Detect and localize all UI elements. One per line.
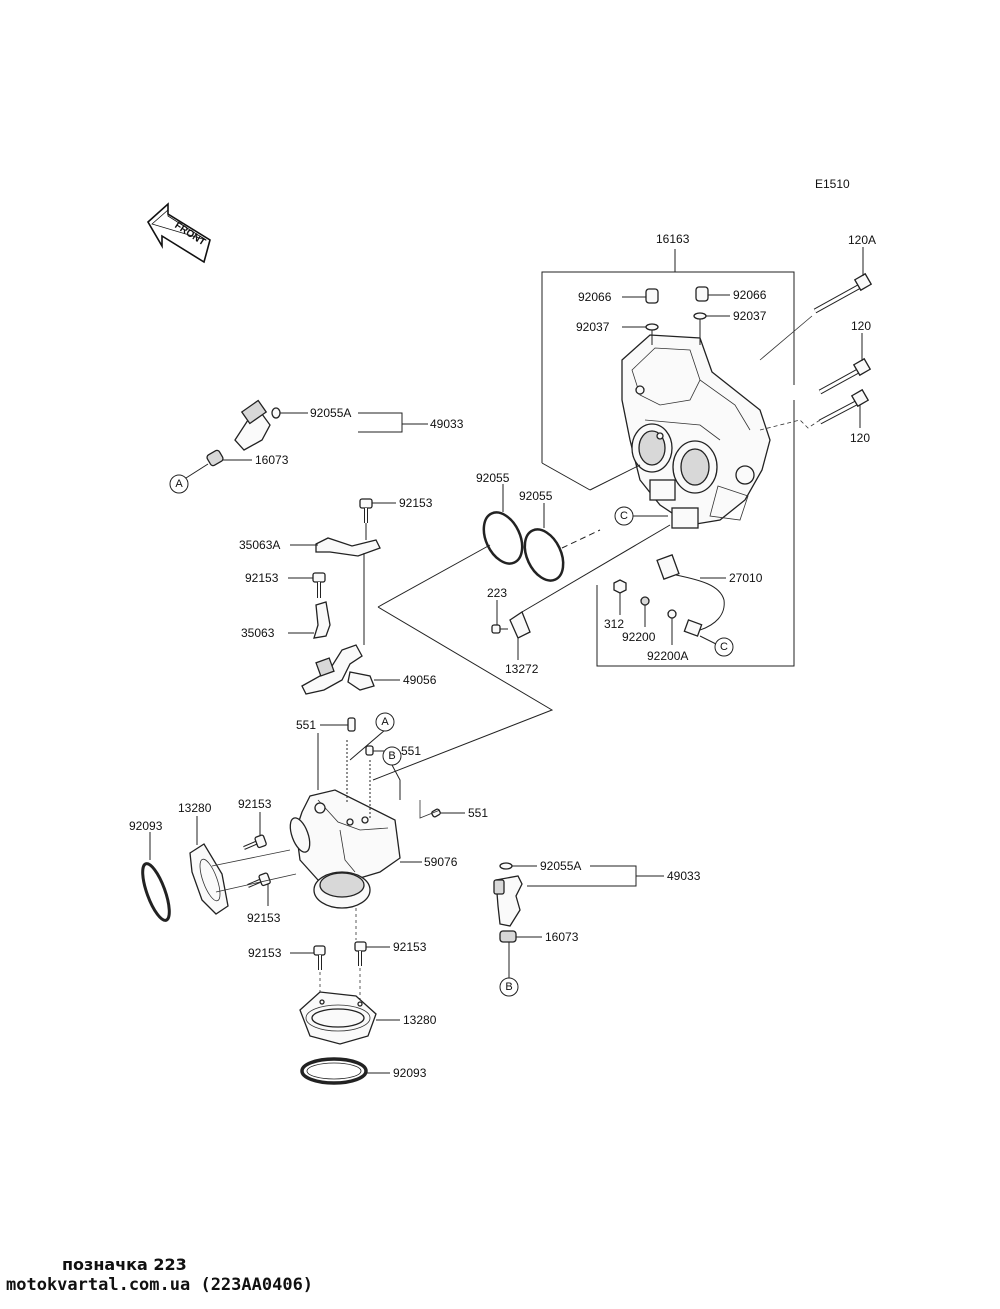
label-92153-b: 92153 xyxy=(245,571,279,585)
fuel-pipe-49056 xyxy=(301,553,400,695)
label-92066-left: 92066 xyxy=(578,290,612,304)
grommet-16073-lower xyxy=(499,930,542,943)
label-92093-lower: 92093 xyxy=(393,1066,427,1080)
clip-92037-left xyxy=(622,323,659,345)
label-35063A: 35063A xyxy=(239,538,280,552)
o-ring-92055-a xyxy=(482,484,524,565)
pin-551-c xyxy=(419,800,465,819)
seal-92093-left xyxy=(141,832,171,922)
bolt-120-bottom xyxy=(818,388,870,428)
label-92055-a: 92055 xyxy=(476,471,510,485)
footer-part-reference: позначка 223 xyxy=(62,1255,187,1274)
bracket-35063A xyxy=(290,523,381,557)
label-92200: 92200 xyxy=(622,630,656,644)
label-13272: 13272 xyxy=(505,662,539,676)
washer-92200A xyxy=(667,609,677,645)
label-551-c: 551 xyxy=(468,806,488,820)
flange-13280-left xyxy=(189,816,229,915)
o-ring-92055-b xyxy=(523,503,565,582)
label-92037-right: 92037 xyxy=(733,309,767,323)
footer-source-link[interactable]: motokvartal.com.ua (223AA0406) xyxy=(6,1275,314,1295)
label-92055-b: 92055 xyxy=(519,489,553,503)
label-92055A-upper: 92055A xyxy=(310,406,351,420)
front-arrow-icon: FRONT xyxy=(146,202,211,264)
bracket-13272 xyxy=(509,524,671,660)
throttle-body-59076 xyxy=(289,740,422,909)
screw-223 xyxy=(491,600,508,634)
label-92153-d: 92153 xyxy=(247,911,281,925)
label-16163: 16163 xyxy=(656,232,690,246)
label-16073-upper: 16073 xyxy=(255,453,289,467)
bolt-120A xyxy=(813,247,873,314)
flange-13280-lower xyxy=(299,991,400,1045)
bolt-92153-b xyxy=(288,572,326,598)
sensor-27010 xyxy=(656,554,726,637)
washer-92200 xyxy=(640,596,650,627)
label-16073-lower: 16073 xyxy=(545,930,579,944)
label-223: 223 xyxy=(487,586,507,600)
label-92037-left: 92037 xyxy=(576,320,610,334)
cap-92066-right xyxy=(695,286,730,302)
label-551-a: 551 xyxy=(296,718,316,732)
injector-49033-upper xyxy=(234,399,308,451)
bolt-92153-e xyxy=(290,945,326,1000)
nut-312 xyxy=(613,579,627,615)
label-13280-upper: 13280 xyxy=(178,801,212,815)
bolt-120-top xyxy=(818,333,872,395)
cap-92066-left xyxy=(622,288,659,304)
label-49033-upper: 49033 xyxy=(430,417,464,431)
bolt-92153-c xyxy=(243,812,267,850)
label-92153-f: 92153 xyxy=(393,940,427,954)
label-551-b: 551 xyxy=(401,744,421,758)
pin-551-a xyxy=(320,717,356,732)
seal-92093-lower xyxy=(300,1057,390,1085)
callout-a-left: A xyxy=(175,478,183,490)
injector-49033-lower xyxy=(493,862,537,927)
label-120-bottom: 120 xyxy=(850,431,870,445)
label-92093-left: 92093 xyxy=(129,819,163,833)
label-92055A-lower: 92055A xyxy=(540,859,581,873)
label-120A: 120A xyxy=(848,233,876,247)
assembly-16163-bracket xyxy=(541,249,795,667)
callout-c-upper: C xyxy=(620,510,628,522)
callout-b-lower: B xyxy=(505,981,512,993)
label-120-top: 120 xyxy=(851,319,871,333)
label-49033-lower: 49033 xyxy=(667,869,701,883)
label-92153-e: 92153 xyxy=(248,946,282,960)
bracket-35063 xyxy=(288,601,331,639)
callout-b-center: B xyxy=(388,750,395,762)
label-92153-c: 92153 xyxy=(238,797,272,811)
diagram-code: E1510 xyxy=(815,177,850,191)
throttle-body-housing xyxy=(621,334,771,529)
label-92066-right: 92066 xyxy=(733,288,767,302)
callout-c-lower: C xyxy=(720,641,728,653)
bolt-92153-d xyxy=(247,872,271,906)
label-92200A: 92200A xyxy=(647,649,688,663)
bolt-92153-a xyxy=(359,498,396,523)
label-27010: 27010 xyxy=(729,571,763,585)
label-312: 312 xyxy=(604,617,624,631)
grommet-16073-upper xyxy=(206,449,252,467)
label-49056: 49056 xyxy=(403,673,437,687)
callout-a-center: A xyxy=(381,716,389,728)
label-92153-a: 92153 xyxy=(399,496,433,510)
clip-92037-right xyxy=(693,312,730,345)
label-13280-lower: 13280 xyxy=(403,1013,437,1027)
label-35063: 35063 xyxy=(241,626,275,640)
label-59076: 59076 xyxy=(424,855,458,869)
